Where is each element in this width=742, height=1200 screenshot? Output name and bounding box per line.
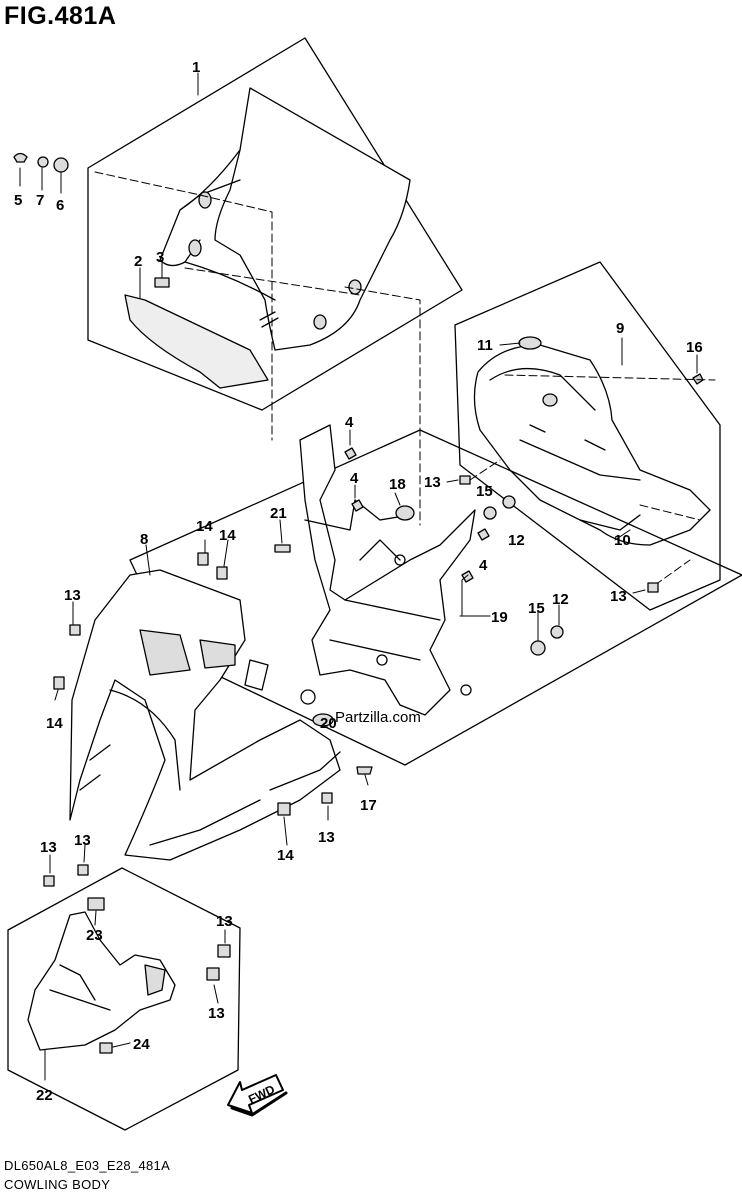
callout-24: 24 <box>133 1036 150 1053</box>
callout-4b: 4 <box>350 470 359 487</box>
figure-caption: COWLING BODY <box>4 1177 111 1192</box>
nut-part-4c <box>477 528 490 541</box>
fwd-arrow-icon <box>227 1074 288 1117</box>
meter-bracket-part <box>299 424 476 716</box>
callout-15a: 15 <box>476 483 493 500</box>
grommet-part <box>518 336 542 350</box>
callout-1: 1 <box>192 59 200 76</box>
nut-part-14b <box>216 566 228 580</box>
grommet-part-6 <box>53 157 69 173</box>
nut-part-14c <box>53 676 65 690</box>
callout-13c: 13 <box>610 588 627 605</box>
callout-11: 11 <box>477 337 493 354</box>
callout-8: 8 <box>140 531 148 548</box>
collar-part-15a <box>483 506 497 520</box>
watermark: Partzilla.com <box>335 709 421 726</box>
callout-19: 19 <box>491 609 508 626</box>
callout-20: 20 <box>320 715 337 732</box>
callout-14c: 14 <box>46 715 63 732</box>
nut-part-13e <box>43 875 55 887</box>
callout-10: 10 <box>614 532 631 549</box>
group-box-lower-cover <box>7 867 241 1131</box>
nut-part-14a <box>197 552 209 566</box>
front-lower-cover-part <box>27 897 231 1054</box>
windscreen-part <box>159 87 411 351</box>
callout-13g: 13 <box>216 913 233 930</box>
callout-13d: 13 <box>318 829 335 846</box>
callout-12b: 12 <box>552 591 569 608</box>
collar-part-15b <box>530 640 546 656</box>
callout-13b: 13 <box>64 587 81 604</box>
callout-9: 9 <box>616 320 624 337</box>
nut-part-4a <box>344 447 357 460</box>
callout-4a: 4 <box>345 414 354 431</box>
nut-part-4d <box>461 570 474 583</box>
callout-14b: 14 <box>219 527 236 544</box>
nut-part-14d <box>277 802 291 816</box>
callout-13a: 13 <box>424 474 441 491</box>
screw-part-16 <box>692 373 704 385</box>
callout-4c: 4 <box>479 557 488 574</box>
callout-3: 3 <box>156 249 164 266</box>
label-plate-part <box>154 277 170 288</box>
callout-22: 22 <box>36 1087 53 1104</box>
callout-5: 5 <box>14 192 22 209</box>
nut-part-13b <box>647 582 659 593</box>
callout-14a: 14 <box>196 518 213 535</box>
nut-part-13d <box>321 792 333 804</box>
callout-23: 23 <box>86 927 103 944</box>
callout-16: 16 <box>686 339 703 356</box>
screw-part-21 <box>274 544 291 553</box>
figure-title: FIG.481A <box>4 2 117 30</box>
callout-17: 17 <box>360 797 377 814</box>
callout-7: 7 <box>36 192 44 209</box>
callout-13f: 13 <box>74 832 91 849</box>
nut-part-13f <box>77 864 89 876</box>
callout-13h: 13 <box>208 1005 225 1022</box>
callout-13e: 13 <box>40 839 57 856</box>
nut-part-4b <box>351 499 364 512</box>
callout-12a: 12 <box>508 532 525 549</box>
screw-part-17 <box>356 766 373 775</box>
group-box-windscreen <box>87 37 463 411</box>
group-box-inner-cover <box>454 261 721 611</box>
callout-14d: 14 <box>277 847 294 864</box>
callout-21: 21 <box>270 505 287 522</box>
bolt-part-12b <box>550 625 564 639</box>
nut-part-13c <box>69 624 81 636</box>
bolt-part-5 <box>13 152 28 163</box>
callout-2: 2 <box>134 253 142 270</box>
nut-part-13a <box>459 475 471 485</box>
callout-18: 18 <box>389 476 406 493</box>
bolt-part-12a <box>502 495 516 509</box>
inner-panel-part <box>124 294 269 389</box>
washer-part-7 <box>37 156 49 168</box>
callout-6: 6 <box>56 197 64 214</box>
front-cowling-part <box>69 569 341 861</box>
grommet-part-18 <box>395 505 415 521</box>
grommet-part-20 <box>312 713 334 727</box>
figure-code: DL650AL8_E03_E28_481A <box>4 1158 171 1173</box>
callout-15b: 15 <box>528 600 545 617</box>
